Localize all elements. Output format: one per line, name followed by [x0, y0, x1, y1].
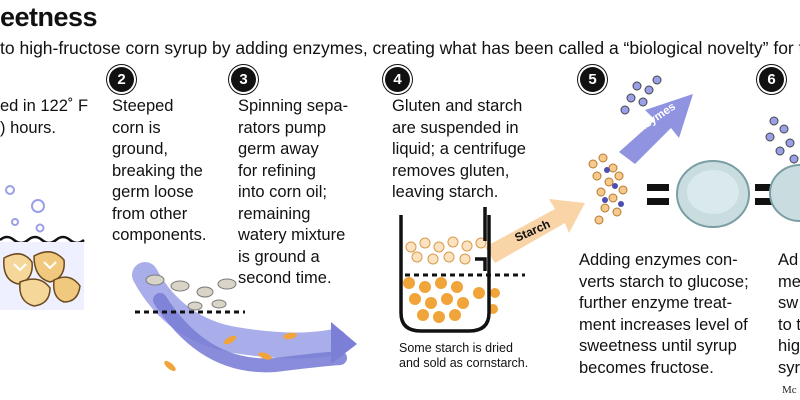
step-badge-2: 2 — [109, 67, 134, 92]
corn-fragment — [164, 360, 176, 372]
step-badge-3: 3 — [231, 67, 256, 92]
step-2-text: Steeped corn is ground, breaking the ger… — [112, 97, 207, 244]
equals-sign — [755, 184, 777, 191]
step-badge-4: 4 — [385, 67, 410, 92]
corn-fragment — [223, 335, 237, 345]
germ-piece — [170, 280, 190, 292]
germ-piece — [211, 299, 227, 309]
step-1-text: ed in 122˚ F ) hours. — [0, 97, 89, 137]
fructose-globe — [769, 164, 800, 222]
equals-sign — [647, 184, 669, 191]
enzymes-arrow — [619, 94, 693, 164]
page-subtitle: to high-fructose corn syrup by adding en… — [0, 38, 800, 58]
corn-steeping-illustration — [0, 185, 85, 310]
step-3-text: Spinning sepa- rators pump germ away for… — [238, 97, 349, 287]
corn-kernel — [19, 278, 51, 307]
bubble — [35, 223, 45, 233]
germ-piece — [145, 274, 165, 286]
step-badge-5: 5 — [580, 67, 605, 92]
centrifuge-illustration: Starch — [399, 199, 585, 333]
germ-piece — [217, 278, 237, 290]
fructose-illustration — [765, 116, 800, 222]
flow-arrowhead — [331, 322, 357, 364]
bubble — [11, 218, 19, 226]
source-credit: Mc — [782, 384, 797, 396]
step-badge-6: 6 — [759, 67, 784, 92]
corn-fragment — [283, 332, 297, 340]
cornstarch-caption: Some starch is dried and sold as cornsta… — [399, 341, 529, 370]
centrifuge-vessel — [399, 215, 491, 333]
enzyme-conversion-illustration: Enzymes — [588, 75, 777, 228]
germ-piece — [196, 286, 214, 298]
page-title: eetness — [0, 2, 98, 32]
corn-kernel — [52, 276, 81, 303]
flow-stream — [153, 293, 347, 373]
germ-piece — [187, 301, 203, 311]
water-line — [0, 235, 85, 245]
step-5-text: Adding enzymes con- verts starch to gluc… — [579, 251, 749, 377]
step-4-text: Gluten and starch are suspended in liqui… — [392, 97, 526, 201]
grinding-flow-illustration — [132, 262, 357, 373]
corn-fragment — [258, 352, 272, 360]
bubble — [31, 199, 45, 213]
step-6-text: Ad me sw to t hig syr — [778, 251, 800, 377]
bubble — [5, 185, 15, 195]
starch-arrow — [485, 199, 585, 263]
